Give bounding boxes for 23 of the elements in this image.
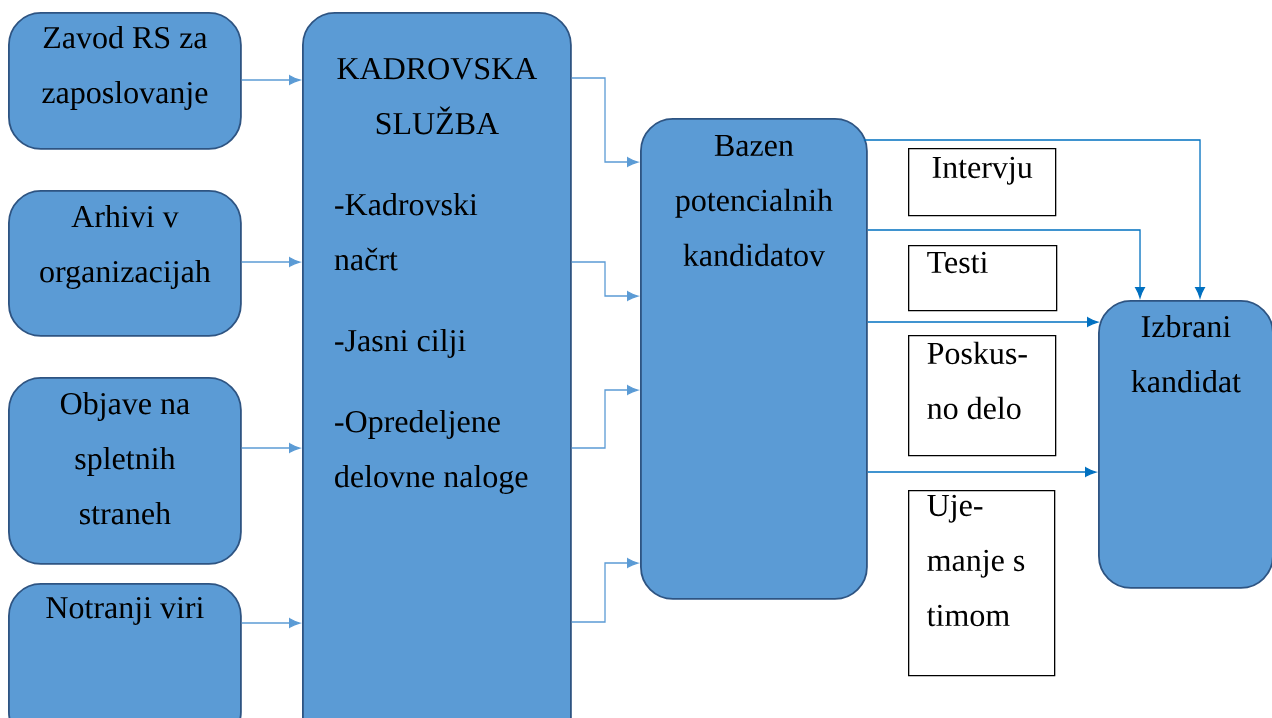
arrow [867, 229, 1145, 299]
rounded-box: Bazen potencialnih kandidatov [640, 118, 868, 600]
method-box: Poskus- no delo [908, 335, 1057, 457]
arrow [863, 139, 1205, 299]
arrow [867, 467, 1097, 477]
arrow [571, 77, 639, 167]
rounded-box: Zavod RS za zaposlovanje [8, 12, 242, 150]
rounded-box: Notranji viri [8, 583, 242, 718]
rounded-box: KADROVSKA SLUŽBA -Kadrovski načrt -Jasni cilji -Opredeljene delovne naloge [302, 12, 572, 718]
method-box: Intervju [908, 148, 1057, 217]
arrow [571, 558, 639, 623]
rounded-box: Objave na spletnih straneh [8, 377, 242, 565]
method-box: Uje- manje s timom [908, 490, 1056, 677]
arrow [241, 618, 301, 628]
method-box: Testi [908, 245, 1058, 312]
arrow [241, 75, 301, 85]
arrow [241, 443, 301, 453]
arrow [867, 317, 1099, 327]
arrow [241, 257, 301, 267]
rounded-box: Arhivi v organizacijah [8, 190, 242, 337]
rounded-box: Izbrani kandidat [1098, 300, 1272, 589]
arrow [571, 385, 639, 449]
arrow [571, 261, 639, 301]
